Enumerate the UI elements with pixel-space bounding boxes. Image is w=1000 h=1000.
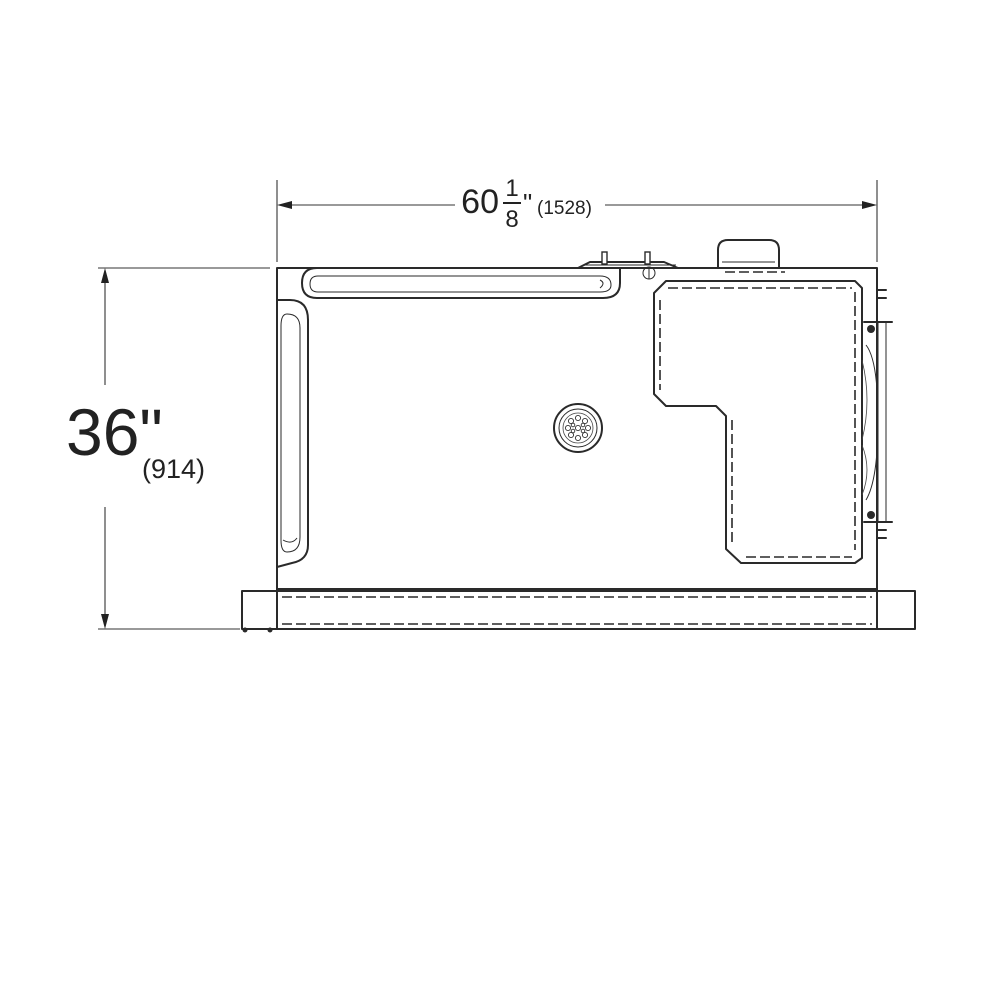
height-arrow-top: [101, 268, 109, 283]
tub-body: [241, 239, 916, 633]
height-metric: (914): [142, 454, 205, 484]
seat-platform: [653, 280, 863, 564]
door-hinge-assembly: [861, 289, 893, 539]
height-arrow-bottom: [101, 614, 109, 629]
width-fraction-denominator: 8: [505, 206, 518, 233]
width-inch-mark: ": [523, 188, 532, 218]
width-whole: 60: [461, 183, 499, 221]
width-arrow-left: [277, 201, 292, 209]
width-fraction-numerator: 1: [505, 175, 518, 202]
grab-bar-top: [301, 267, 621, 299]
front-apron: [241, 588, 916, 633]
width-dimension: 60 1 8 " (1528): [276, 175, 878, 262]
tub-outer-rim: [276, 267, 878, 630]
height-value: 36": [66, 395, 163, 469]
width-arrow-right: [862, 201, 877, 209]
drain-grate-icon: [553, 403, 603, 453]
width-metric: (1528): [537, 198, 592, 219]
overflow-drain-icon: [577, 251, 679, 280]
height-dimension: 36" (914): [66, 267, 270, 630]
seat-platform-hidden-lines: [659, 287, 856, 558]
grab-bar-left: [276, 299, 309, 568]
spout-icon: [717, 239, 785, 273]
